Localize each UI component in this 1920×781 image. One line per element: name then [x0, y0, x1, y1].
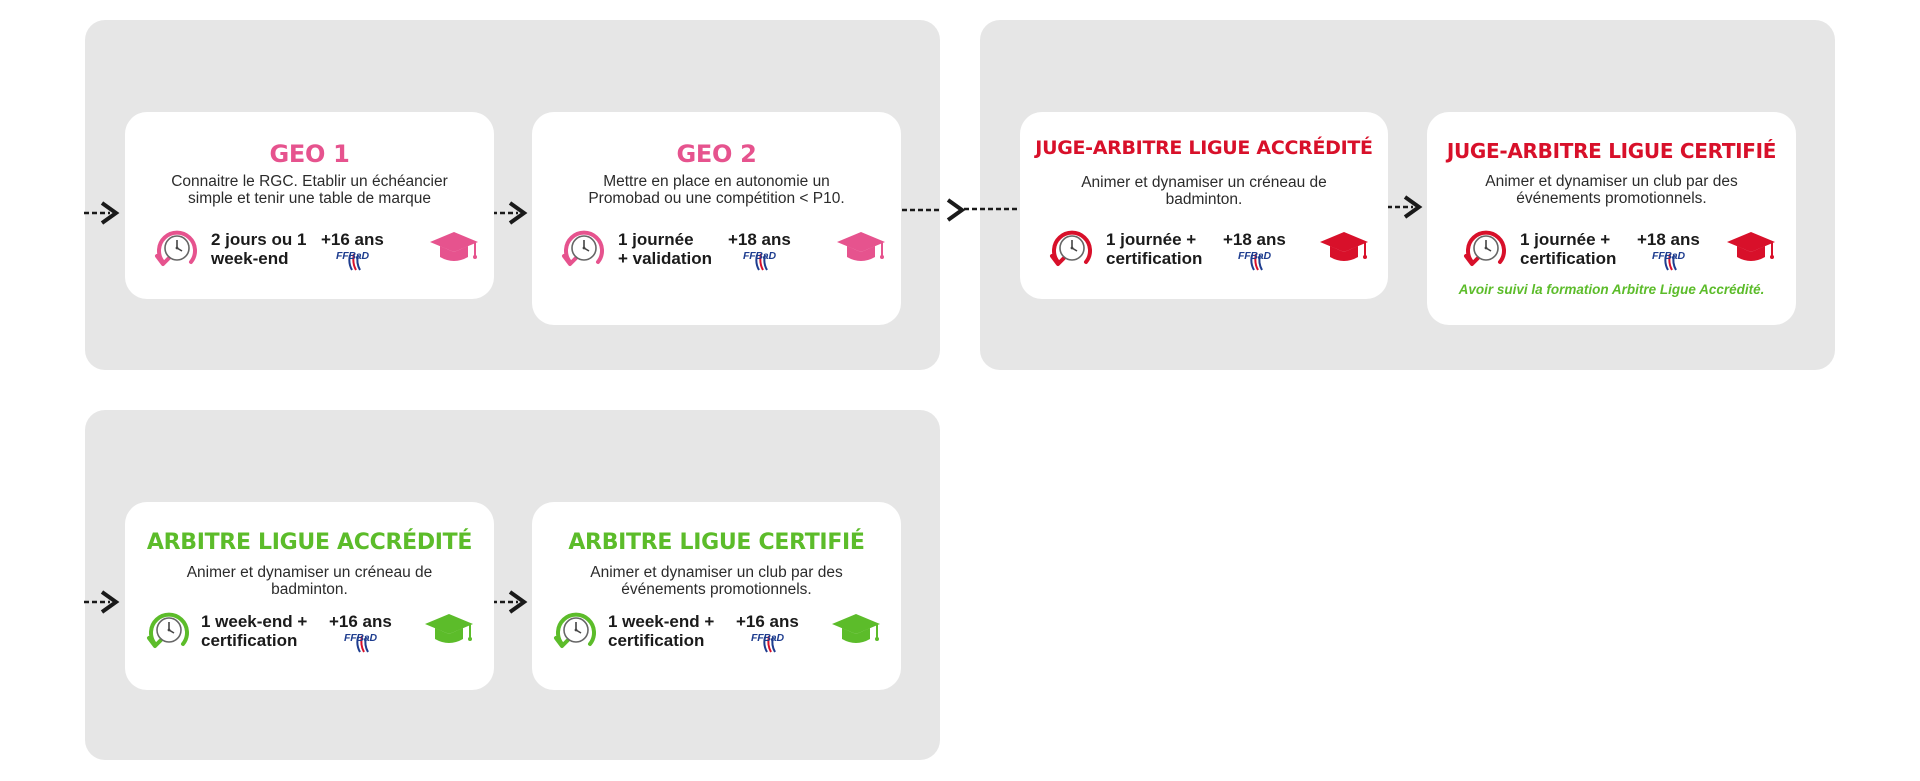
duration-text: 1 journée + validation — [618, 230, 712, 268]
connector-arrow — [492, 590, 528, 614]
clock-icon — [554, 612, 596, 648]
card-juge-arbitre-certifie: JUGE-ARBITRE LIGUE CERTIFIÉ Animer et dy… — [1427, 112, 1796, 325]
card-info-row: 2 jours ou 1 week-end +16 ans FFBaD — [153, 226, 478, 278]
age-requirement: +16 ans — [321, 230, 384, 249]
duration-text: 1 journée + certification — [1520, 230, 1617, 268]
card-title: JUGE-ARBITRE LIGUE CERTIFIÉ — [1446, 139, 1777, 163]
connector-arrow — [84, 590, 120, 614]
prerequisite-note: Avoir suivi la formation Arbitre Ligue A… — [1458, 282, 1765, 297]
card-description: Animer et dynamiser un créneau de badmin… — [186, 564, 433, 598]
duration-text: 2 jours ou 1 week-end — [211, 230, 307, 268]
mortarboard-green-icon — [425, 614, 473, 643]
age-requirement: +18 ans — [1223, 230, 1286, 249]
card-geo-2: GEO 2 Mettre en place en autonomie un Pr… — [532, 112, 901, 325]
ffbad-logo: FFBaD — [730, 250, 794, 273]
card-info-row: 1 journée + certification +18 ans FFBaD — [1048, 226, 1368, 278]
connector-arrow — [84, 201, 120, 225]
card-title: GEO 2 — [676, 140, 757, 168]
card-info-row: 1 journée + validation +18 ans FFBaD — [560, 226, 885, 278]
ffbad-logo-mark — [348, 253, 361, 271]
ffbad-logo: FFBaD — [1225, 250, 1289, 273]
ffbad-logo: FFBaD — [323, 250, 387, 273]
age-requirement: +18 ans — [1637, 230, 1700, 249]
duration-text: 1 week-end + certification — [608, 612, 715, 650]
card-description: Connaitre le RGC. Etablir un échéancier … — [171, 173, 448, 207]
connector-arrow — [902, 198, 1020, 222]
card-title: GEO 1 — [269, 140, 350, 168]
mortarboard-green-icon — [832, 614, 880, 643]
ffbad-logo-mark — [1250, 253, 1263, 271]
ffbad-logo: FFBaD — [738, 632, 802, 655]
connector-arrow — [1387, 195, 1423, 219]
clock-icon — [1464, 230, 1506, 266]
card-info-row: 1 week-end + certification +16 ans FFBaD — [145, 608, 473, 660]
ffbad-logo-mark — [763, 635, 776, 653]
duration-text: 1 journée + certification — [1106, 230, 1203, 268]
ffbad-logo: FFBaD — [331, 632, 395, 655]
card-description: Animer et dynamiser un club par des évén… — [590, 564, 843, 598]
card-arbitre-accredite: ARBITRE LIGUE ACCRÉDITÉ Animer et dynami… — [125, 502, 494, 690]
mortarboard-pink-icon — [430, 232, 478, 261]
card-title: ARBITRE LIGUE CERTIFIÉ — [568, 530, 865, 555]
card-geo-1: GEO 1 Connaitre le RGC. Etablir un échéa… — [125, 112, 494, 299]
mortarboard-red-icon — [1320, 232, 1368, 261]
ffbad-logo-mark — [755, 253, 768, 271]
card-title: JUGE-ARBITRE LIGUE ACCRÉDITÉ — [1035, 137, 1373, 159]
card-description: Animer et dynamiser un club par des évén… — [1485, 173, 1738, 207]
connector-arrow — [492, 201, 528, 225]
card-info-row: 1 week-end + certification +16 ans FFBaD — [552, 608, 880, 660]
clock-icon — [147, 612, 189, 648]
age-requirement: +18 ans — [728, 230, 791, 249]
ffbad-logo: FFBaD — [1639, 250, 1703, 273]
card-info-row: 1 journée + certification +18 ans FFBaD — [1462, 226, 1782, 278]
card-arbitre-certifie: ARBITRE LIGUE CERTIFIÉ Animer et dynamis… — [532, 502, 901, 690]
ffbad-logo-mark — [1664, 253, 1677, 271]
card-description: Animer et dynamiser un créneau de badmin… — [1081, 174, 1327, 208]
mortarboard-red-icon — [1727, 232, 1775, 261]
card-description: Mettre en place en autonomie un Promobad… — [588, 173, 845, 207]
age-requirement: +16 ans — [329, 612, 392, 631]
duration-text: 1 week-end + certification — [201, 612, 308, 650]
clock-icon — [562, 230, 604, 266]
age-requirement: +16 ans — [736, 612, 799, 631]
card-title: ARBITRE LIGUE ACCRÉDITÉ — [146, 530, 473, 555]
mortarboard-pink-icon — [837, 232, 885, 261]
clock-icon — [1050, 230, 1092, 266]
ffbad-logo-mark — [356, 635, 369, 653]
clock-icon — [155, 230, 197, 266]
card-juge-arbitre-accredite: JUGE-ARBITRE LIGUE ACCRÉDITÉ Animer et d… — [1020, 112, 1388, 299]
